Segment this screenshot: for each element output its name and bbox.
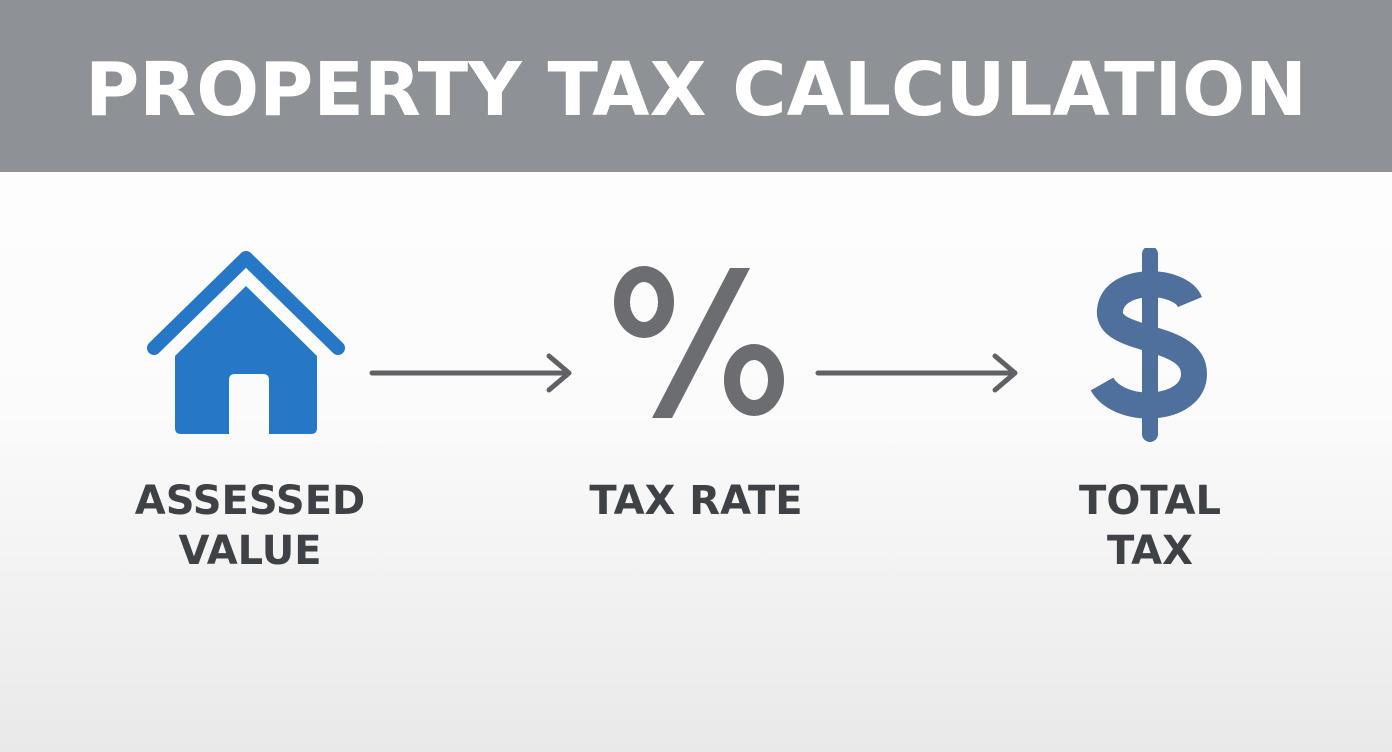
assessed-value-label: ASSESSED VALUE [100,476,400,576]
percent-icon [612,262,792,424]
dollar-icon [1084,248,1216,442]
title-banner: PROPERTY TAX CALCULATION [0,0,1392,172]
arrow-right-icon [814,352,1026,394]
total-tax-label: TOTAL TAX [1000,476,1300,576]
total-tax-label-line-2: TAX [1107,528,1193,574]
assessed-value-label-line-2: VALUE [178,528,322,574]
arrow-right-icon [368,352,580,394]
page-title: PROPERTY TAX CALCULATION [85,47,1307,133]
tax-rate-label: TAX RATE [546,476,846,526]
tax-rate-label-line-1: TAX RATE [589,478,803,524]
house-icon [146,248,352,438]
assessed-value-label-line-1: ASSESSED [134,478,366,524]
total-tax-label-line-1: TOTAL [1079,478,1221,524]
